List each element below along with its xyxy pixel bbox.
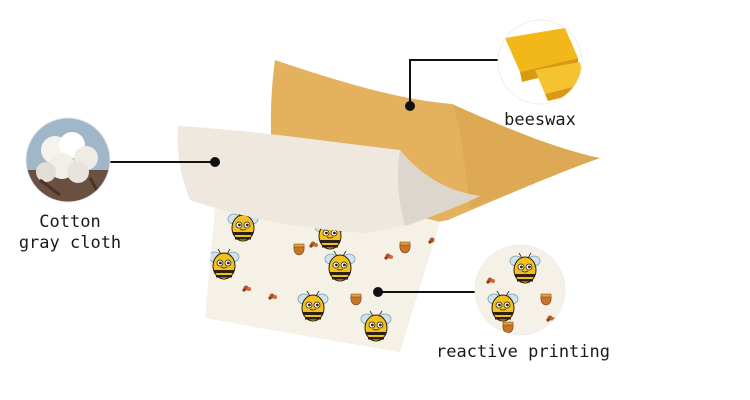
reactive-printing-label: reactive printing [436, 342, 610, 363]
beeswax-block-icon [498, 20, 584, 104]
cotton-label-line1: Cotton [10, 212, 130, 233]
cotton-gray-cloth-label: Cotton gray cloth [10, 212, 130, 254]
beeswax-label: beeswax [490, 110, 590, 131]
cotton-label-line2: gray cloth [10, 233, 130, 254]
cotton-boll-icon [26, 118, 110, 210]
